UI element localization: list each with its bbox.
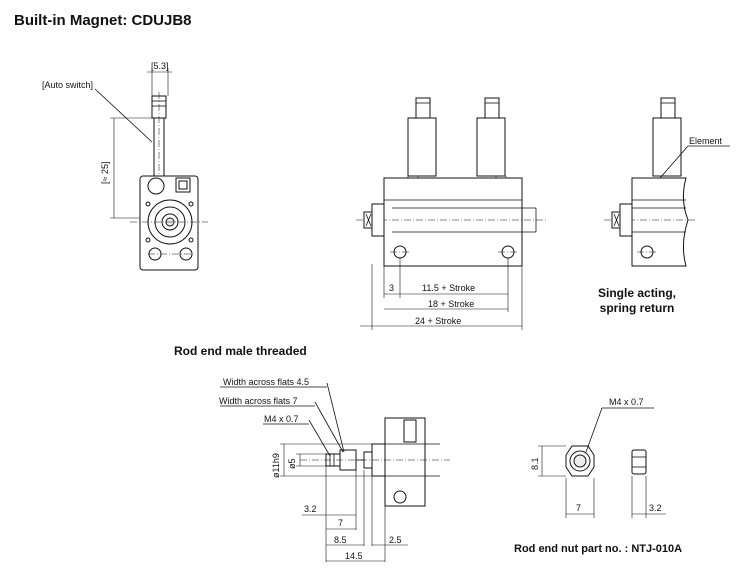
front-view: [94, 68, 208, 271]
single-acting-line2: spring return: [599, 301, 675, 315]
page-title: Built-in Magnet: CDUJB8: [14, 12, 192, 29]
dim-11-5: 11.5 + Stroke: [422, 283, 475, 293]
nut-dim-7: 7: [576, 503, 581, 513]
width-flats-4-5: Width across flats 4.5: [223, 377, 309, 387]
single-acting-line1: Single acting,: [598, 286, 677, 300]
dim-7: 7: [338, 518, 343, 528]
nut-thread-m4: M4 x 0.7: [609, 397, 644, 407]
nut-dim-8-1: 8.1: [530, 457, 540, 470]
dim-d11h9: ø11h9: [271, 453, 281, 478]
width-flats-7: Width across flats 7: [219, 396, 298, 406]
nut-dim-3-2: 3.2: [649, 503, 662, 513]
rod-end-section-title: Rod end male threaded: [174, 344, 307, 358]
dim-8-5: 8.5: [334, 535, 347, 545]
nut-part-number: Rod end nut part no. : NTJ-010A: [514, 543, 683, 555]
thread-m4: M4 x 0.7: [264, 414, 299, 424]
dim-2-5: 2.5: [389, 535, 402, 545]
dim-24: 24 + Stroke: [415, 316, 461, 326]
rod-end-nut-view: [538, 407, 666, 518]
rod-end-view: [220, 382, 450, 562]
dim-5-3: [5.3]: [151, 61, 169, 71]
dim-d5: ø5: [287, 458, 297, 469]
auto-switch-label: [Auto switch]: [42, 80, 93, 90]
dim-18: 18 + Stroke: [428, 299, 474, 309]
single-acting-view: [604, 97, 730, 267]
element-label: Element: [689, 136, 723, 146]
dim-3-2: 3.2: [304, 504, 317, 514]
dim-14-5: 14.5: [345, 551, 363, 561]
side-view: [356, 97, 548, 330]
dim-25: [≈ 25]: [100, 162, 110, 184]
dim-3: 3: [389, 283, 394, 293]
single-acting-caption: Single acting, spring return: [598, 286, 676, 316]
